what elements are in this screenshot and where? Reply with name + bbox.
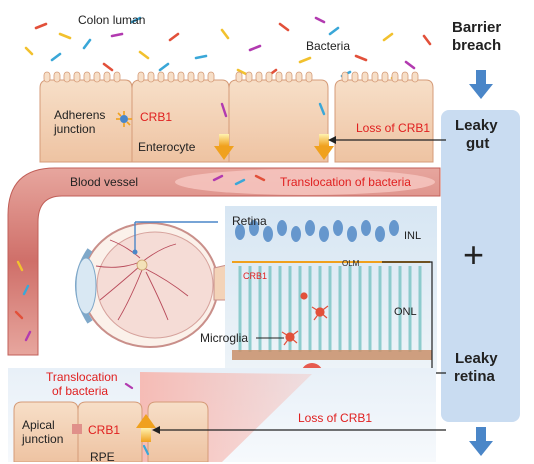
vessel-bacteria bbox=[14, 174, 266, 342]
rpe-label: RPE bbox=[90, 450, 115, 464]
onl-label: ONL bbox=[394, 306, 417, 318]
rpe-layer-strip bbox=[232, 350, 432, 360]
enterocyte-layer bbox=[39, 71, 434, 163]
side-panel bbox=[441, 110, 520, 422]
crb1-rpe-square-icon bbox=[72, 424, 82, 434]
translocation-rpe-label-1: Translocation bbox=[46, 370, 118, 384]
gut-leak-arrow-2-icon bbox=[314, 102, 334, 160]
rpe-leak-arrow-icon bbox=[124, 382, 156, 456]
loss-crb1-rpe-label: Loss of CRB1 bbox=[298, 411, 373, 425]
crb1-rpe-label: CRB1 bbox=[88, 423, 121, 437]
vessel-translocation-zone bbox=[175, 169, 435, 195]
leaky-gut-label-1: Leaky bbox=[455, 117, 498, 134]
crb1-retina-label: CRB1 bbox=[243, 271, 268, 281]
enterocyte-label: Enterocyte bbox=[138, 140, 196, 154]
crb1-gut-label: CRB1 bbox=[140, 110, 173, 124]
blood-vessel-label: Blood vessel bbox=[70, 175, 139, 189]
leaky-gut-label-2: gut bbox=[466, 135, 490, 152]
olm-label: OLM bbox=[342, 259, 360, 268]
adherens-junction-label-1: Adherens bbox=[54, 108, 106, 122]
barrier-breach-label-2: breach bbox=[452, 37, 502, 54]
apical-junction-label-1: Apical bbox=[22, 418, 55, 432]
colon-lumen-label: Colon luman bbox=[78, 13, 146, 27]
leaky-retina-label-1: Leaky bbox=[455, 350, 498, 367]
gut-leak-arrow-1-icon bbox=[214, 102, 234, 160]
loss-crb1-gut-label: Loss of CRB1 bbox=[356, 121, 431, 135]
retina-inl-cells bbox=[235, 220, 399, 242]
inl-label: INL bbox=[404, 230, 422, 242]
microglia-cells bbox=[281, 292, 329, 346]
leaky-retina-label-2: retina bbox=[454, 368, 495, 385]
eye-illustration bbox=[75, 222, 243, 348]
bacteria-label: Bacteria bbox=[306, 39, 351, 53]
barrier-breach-label-1: Barrier bbox=[452, 19, 502, 36]
translocation-gut-label: Translocation of bacteria bbox=[280, 175, 411, 189]
apical-junction-label-2: junction bbox=[22, 432, 64, 446]
olm-connector bbox=[382, 261, 446, 374]
crb1-junction-icon bbox=[116, 111, 132, 127]
microglia-label: Microglia bbox=[200, 331, 249, 345]
rpe-cells bbox=[13, 401, 209, 462]
adherens-junction-label-2: junction bbox=[54, 122, 96, 136]
down-arrow-top-icon bbox=[469, 70, 493, 99]
down-arrow-bottom-icon bbox=[469, 427, 493, 456]
plus-sign: + bbox=[463, 234, 485, 275]
translocation-rpe-label-2: of bacteria bbox=[52, 384, 109, 398]
retina-label: Retina bbox=[232, 214, 267, 228]
